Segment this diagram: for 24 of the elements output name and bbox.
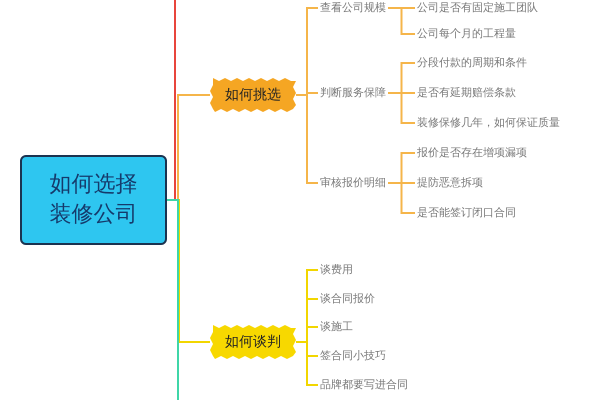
connector-line [296,341,318,386]
topic-text: 审核报价明细 [318,175,388,191]
topic-text: 公司是否有固定施工团队 [415,0,540,16]
topic-text: 谈费用 [318,262,355,278]
topic-text: 品牌都要写进合同 [318,377,410,393]
topic-text: 谈合同报价 [318,291,377,307]
topic-text: 谈施工 [318,319,355,335]
topic-text: 是否能签订闭口合同 [415,205,518,221]
connector-line [296,94,318,184]
topic-text: 装修保修几年，如何保证质量 [415,115,562,131]
connector-line [388,92,415,124]
branch-topic-label: 如何挑选 [225,86,281,104]
topic-text: 提防恶意拆项 [415,175,485,191]
topic-text: 签合同小技巧 [318,348,388,364]
branch-topic-shape [210,325,296,359]
topic-text: 报价是否存在增项漏项 [415,145,529,161]
root-topic-box [20,155,167,245]
branch-topic-label: 如何谈判 [225,333,281,351]
connector-line [388,182,415,214]
connector-line [167,199,179,400]
topic-text: 是否有延期赔偿条款 [415,85,518,101]
branch-topic-shape [210,78,296,112]
connector-line [388,7,415,35]
root-topic-label: 如何选择装修公司 [48,171,138,229]
